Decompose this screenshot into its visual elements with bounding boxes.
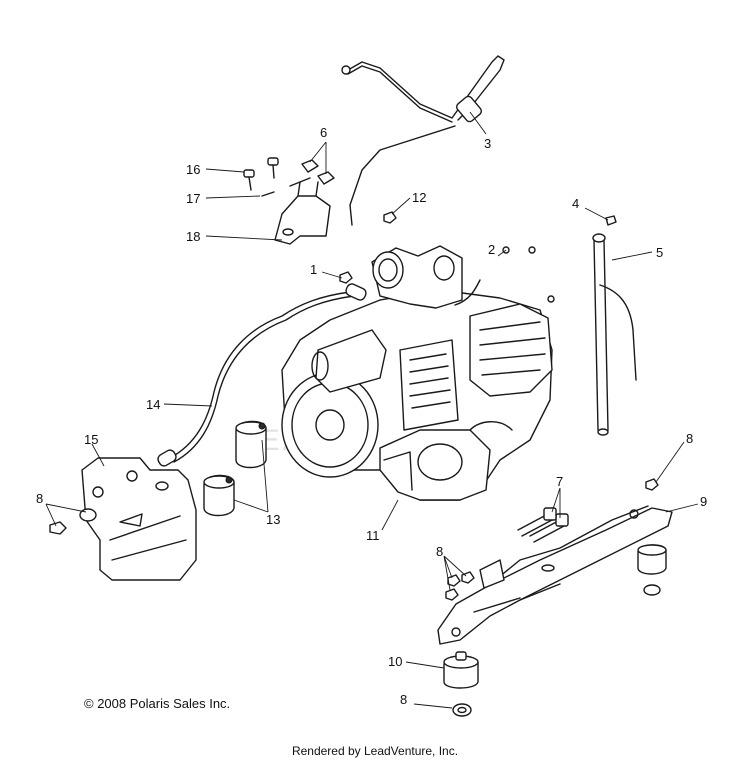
callout-8-right: 8 (686, 431, 693, 446)
part-8-washer-bottom (452, 703, 472, 717)
callout-8-left: 8 (36, 491, 43, 506)
callout-7: 7 (556, 474, 563, 489)
callout-8-bottom: 8 (400, 692, 407, 707)
engine-mount-upper (235, 420, 267, 469)
mount-bolts (517, 507, 569, 543)
callout-14: 14 (146, 397, 160, 412)
upper-bracket (243, 157, 335, 245)
rail-mount-right (637, 544, 667, 596)
spark-plug-wire (157, 283, 367, 467)
render-credit: Rendered by LeadVenture, Inc. (291, 744, 459, 758)
callout-15: 15 (84, 432, 98, 447)
frame-rail (437, 505, 673, 645)
callout-16: 16 (186, 162, 200, 177)
part-12-nut (383, 211, 397, 224)
part-8-nut-left (49, 508, 97, 535)
callout-1: 1 (310, 262, 317, 277)
callout-18: 18 (186, 229, 200, 244)
part-8-nuts-center (445, 571, 475, 601)
part-1-nut (339, 271, 353, 284)
copyright-notice: © 2008 Polaris Sales Inc. (84, 696, 231, 711)
left-engine-bracket (81, 457, 197, 581)
callout-labels: 1 2 3 4 5 6 7 8 8 8 8 9 10 11 12 13 14 1… (36, 125, 707, 707)
engine-mount-10 (443, 651, 479, 689)
callout-4: 4 (572, 196, 579, 211)
callout-13: 13 (266, 512, 280, 527)
leader-lines (45, 111, 699, 709)
callout-17: 17 (186, 191, 200, 206)
callout-9: 9 (700, 494, 707, 509)
engine-assembly (281, 245, 555, 501)
throttle-cable (341, 55, 505, 226)
callout-3: 3 (484, 136, 491, 151)
engine-mount-lower (203, 474, 235, 517)
part-8-nut-right (645, 478, 659, 491)
callout-10: 10 (388, 654, 402, 669)
callout-5: 5 (656, 245, 663, 260)
callout-8-center: 8 (436, 544, 443, 559)
callout-6: 6 (320, 125, 327, 140)
dipstick-tube (592, 215, 637, 436)
callout-12: 12 (412, 190, 426, 205)
callout-2: 2 (488, 242, 495, 257)
callout-11: 11 (366, 528, 380, 543)
